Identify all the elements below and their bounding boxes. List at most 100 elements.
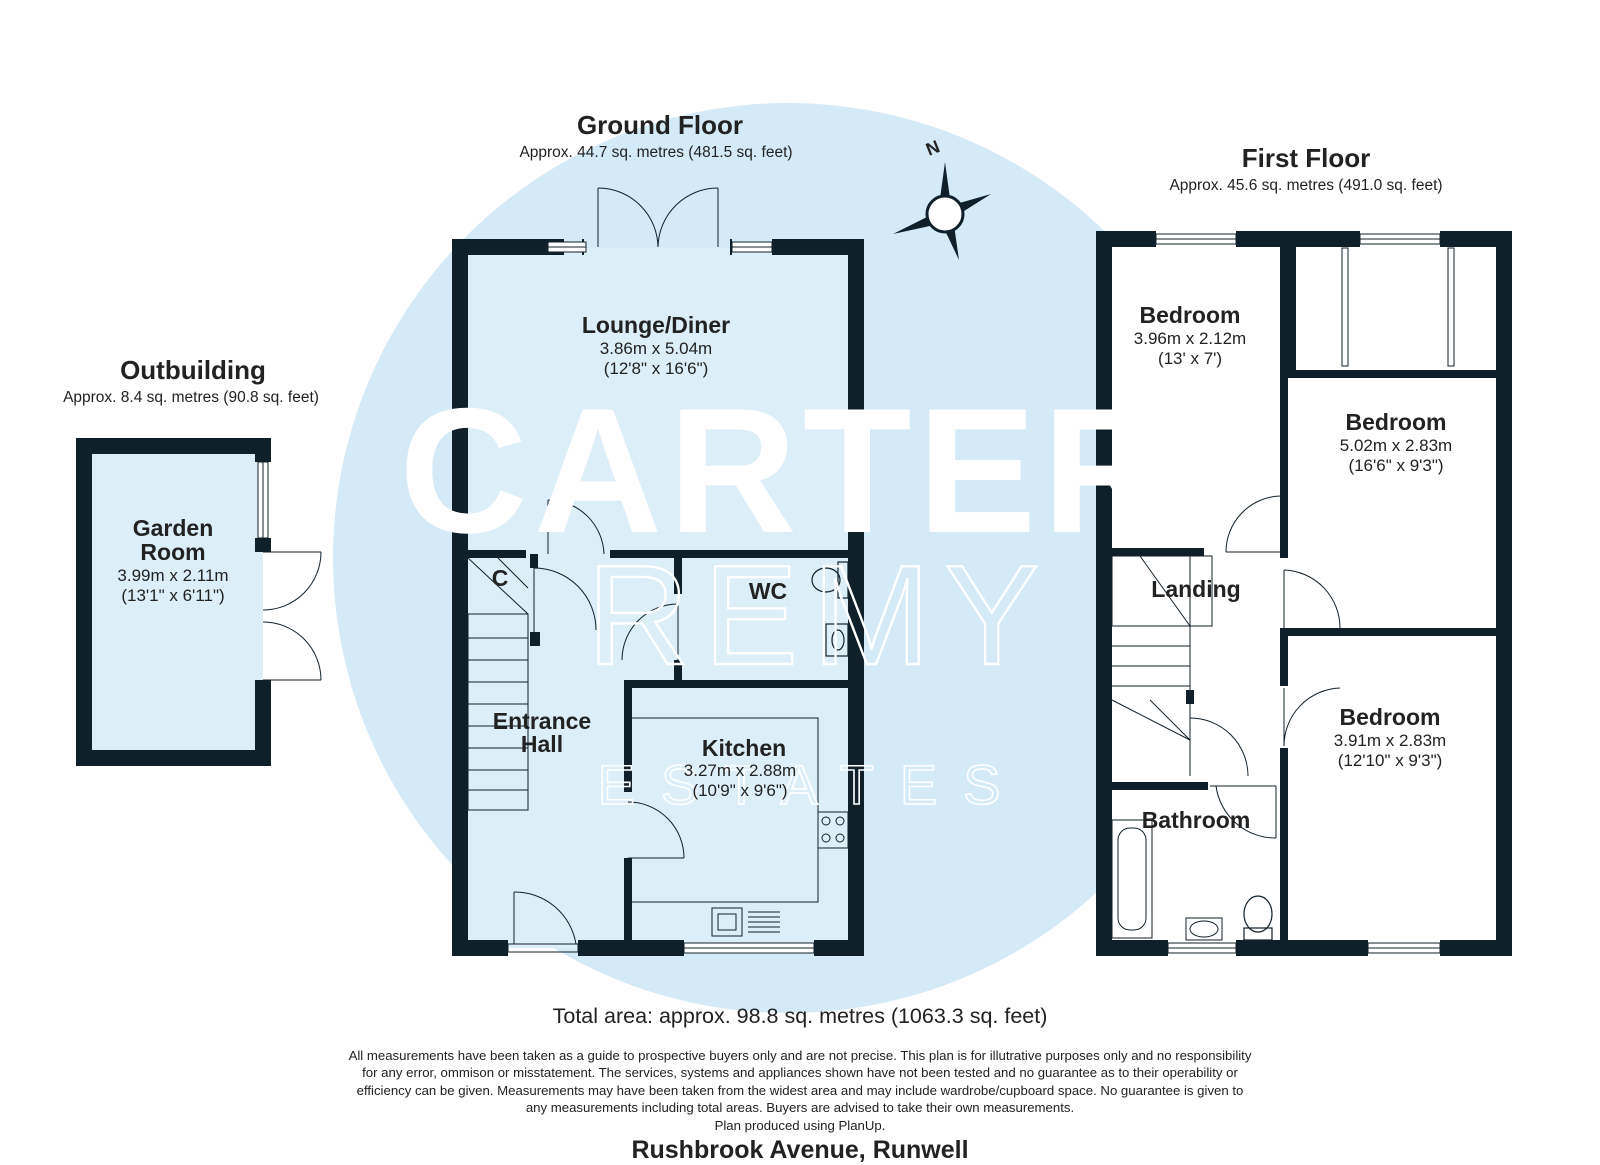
wall — [255, 438, 271, 462]
room-name: Bedroom — [1346, 409, 1447, 435]
wall — [460, 550, 526, 558]
room-name: Room — [140, 539, 205, 565]
ground-floor-title: Ground Floor — [577, 110, 743, 140]
bath-icon — [1111, 819, 1153, 939]
basin-icon — [825, 623, 849, 657]
room-dimension: 3.86m x 5.04m — [600, 339, 712, 358]
door — [1283, 569, 1341, 629]
first-floor-area: Approx. 45.6 sq. metres (491.0 sq. feet) — [1169, 177, 1442, 194]
room-dimension: 5.02m x 2.83m — [1340, 436, 1452, 455]
window — [731, 241, 773, 253]
disclaimer-line: any measurements including total areas. … — [525, 1100, 1075, 1116]
basin-icon — [1185, 917, 1223, 941]
staircase — [467, 557, 529, 811]
wall — [1440, 940, 1512, 956]
window — [683, 942, 815, 954]
room-name: Bedroom — [1340, 704, 1441, 730]
disclaimer-line: All measurements have been taken as a gu… — [348, 1048, 1252, 1063]
wall — [624, 680, 632, 792]
window — [1167, 942, 1237, 954]
wall — [1496, 231, 1512, 956]
outbuilding-title: Outbuilding — [120, 355, 266, 385]
wall — [610, 550, 856, 558]
door — [1189, 717, 1277, 839]
wall — [772, 239, 864, 255]
wall — [530, 554, 538, 568]
wall — [1186, 690, 1194, 704]
double-door — [262, 551, 322, 681]
window — [547, 241, 587, 253]
wall — [674, 554, 682, 594]
double-door — [597, 187, 719, 248]
wall — [452, 940, 508, 956]
kitchen-counter — [632, 717, 819, 903]
garden-room-floor — [84, 446, 263, 758]
door — [1225, 495, 1281, 553]
first-floor-fill — [1104, 240, 1504, 948]
wall — [1288, 370, 1504, 378]
wall — [1236, 940, 1368, 956]
wall — [1236, 231, 1360, 247]
wall — [730, 239, 732, 255]
wall — [1096, 231, 1156, 247]
wall — [76, 438, 271, 454]
disclaimer-line: Plan produced using PlanUp. — [714, 1117, 886, 1133]
wall — [1104, 548, 1204, 556]
room-dimension: 3.27m x 2.88m — [684, 761, 796, 780]
wall — [255, 680, 271, 766]
watermark-line1: CARTER — [399, 371, 1177, 570]
door — [621, 603, 679, 661]
sink-icon — [711, 907, 780, 937]
watermark-line2: REMY — [587, 536, 1053, 695]
wall — [255, 538, 271, 552]
room-dimension: (10'9" x 9'6") — [692, 781, 787, 800]
wall — [624, 858, 632, 948]
wall — [1288, 628, 1504, 636]
room-name: Kitchen — [702, 735, 786, 761]
wall — [1280, 748, 1288, 948]
wall — [1096, 940, 1168, 956]
toilet-icon — [1243, 895, 1273, 941]
room-dimension: 3.96m x 2.12m — [1134, 329, 1246, 348]
room-dimension: (13'1" x 6'11") — [121, 586, 224, 605]
wall — [1288, 240, 1296, 378]
room-name: Landing — [1151, 576, 1240, 602]
outbuilding-plan — [76, 438, 322, 766]
room-name: Bathroom — [1142, 807, 1251, 833]
room-name: Bedroom — [1140, 302, 1241, 328]
room-dimension: (16'6" x 9'3") — [1348, 456, 1443, 475]
room-name: Hall — [521, 731, 563, 757]
door — [627, 801, 685, 859]
wall — [1280, 240, 1288, 558]
ground-floor-area: Approx. 44.7 sq. metres (481.5 sq. feet) — [519, 144, 792, 161]
ground-floor-plan — [452, 187, 864, 956]
wall — [674, 660, 682, 680]
room-dimension: (13' x 7') — [1158, 349, 1222, 368]
wall — [814, 940, 864, 956]
watermark-text: CARTER REMY ESTATES — [399, 371, 1177, 817]
disclaimer-line: for any error, ommison or misstatement. … — [362, 1065, 1238, 1081]
wall — [848, 239, 864, 956]
wall — [624, 680, 856, 688]
wall — [76, 438, 92, 766]
room-name: WC — [749, 578, 787, 604]
room-dimension: (12'10" x 9'3") — [1338, 751, 1443, 770]
watermark-line3: ESTATES — [598, 753, 1027, 816]
wall — [452, 239, 564, 255]
front-door — [507, 891, 579, 953]
wall — [1096, 231, 1112, 956]
window — [1367, 942, 1441, 954]
property-address: Rushbrook Avenue, Runwell — [631, 1136, 969, 1164]
room-name: Garden — [133, 515, 214, 541]
wall — [1440, 231, 1512, 247]
wall — [1280, 628, 1288, 686]
room-name: Lounge/Diner — [582, 312, 730, 338]
room-dimension: 3.91m x 2.83m — [1334, 731, 1446, 750]
toilet-icon — [811, 561, 849, 599]
window — [1155, 233, 1237, 245]
wall — [452, 239, 468, 956]
first-floor-title: First Floor — [1242, 143, 1371, 173]
wall — [76, 750, 271, 766]
room-name: C — [492, 565, 509, 591]
total-area: Total area: approx. 98.8 sq. metres (106… — [552, 1004, 1048, 1028]
